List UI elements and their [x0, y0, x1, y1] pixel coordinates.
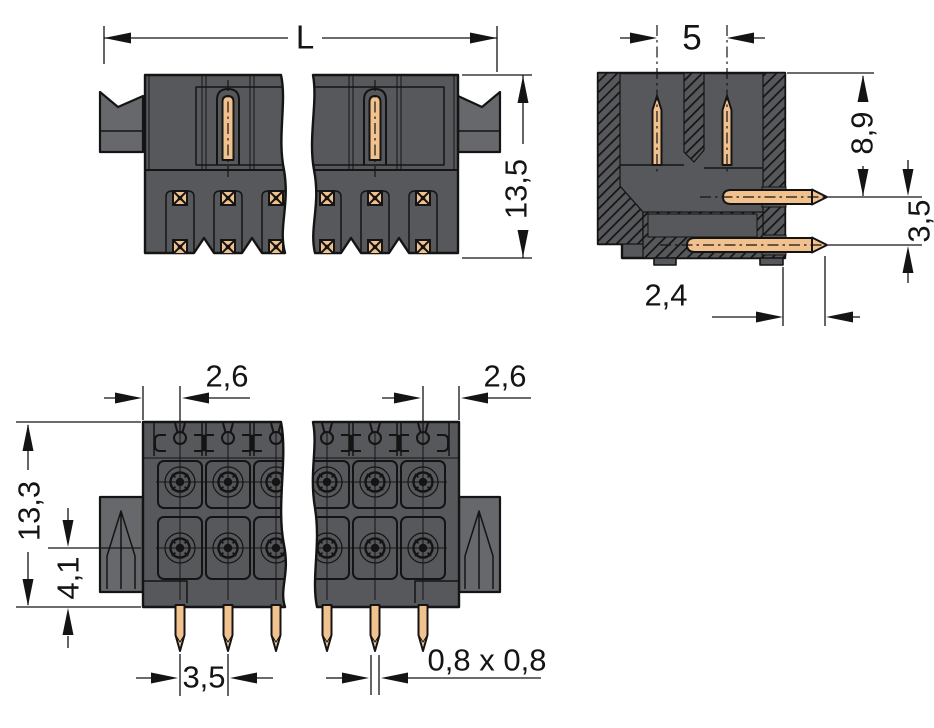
dim-label-row-spacing-side: 3,5	[902, 199, 934, 242]
solder-pin	[174, 604, 186, 652]
hatch-center-divider	[683, 72, 705, 163]
hatch-right-wall	[762, 72, 786, 259]
mounting-tab-left	[98, 90, 145, 154]
bottom-left-details	[143, 422, 286, 603]
dim-label-pin-length: 8,9	[845, 111, 880, 154]
dim-pin-pitch: 3,5	[136, 654, 273, 696]
dim-label-pin-cross-section: 0,8 x 0,8	[428, 643, 547, 678]
dim-front-height: 13,5	[462, 74, 534, 259]
dim-label-lower-depth: 4,1	[51, 556, 86, 599]
dim-pin-length: 8,9	[787, 72, 922, 246]
dim-pin-cross-section: 0,8 x 0,8	[326, 643, 547, 695]
housing-front-left-half	[143, 73, 287, 255]
dim-overall-length: L	[103, 19, 498, 72]
solder-pin	[270, 604, 282, 652]
dim-label-edge-to-pin-left: 2,6	[205, 359, 248, 394]
dim-label-pin-offset: 2,4	[644, 278, 687, 313]
dim-edge-to-pin-right: 2,6	[382, 359, 531, 434]
dim-lower-depth: 4,1	[48, 508, 141, 648]
dim-label-pin-spacing: 5	[682, 19, 701, 58]
dim-label-depth: 13,3	[12, 481, 47, 541]
dim-label-front-height: 13,5	[499, 159, 534, 219]
solder-pin	[417, 604, 429, 652]
dim-label-pin-pitch: 3,5	[182, 660, 225, 695]
mounting-foot-left	[653, 257, 677, 266]
front-view: L 13,5	[98, 19, 534, 259]
mounting-foot-right	[759, 257, 784, 266]
dim-label-edge-to-pin-right: 2,6	[483, 359, 526, 394]
bottom-view: 2,6 2,6 13,3 4,1	[12, 359, 547, 696]
solder-pin	[369, 604, 381, 652]
side-view: 5 8,9 3,5 2,4	[596, 19, 934, 326]
dim-edge-to-pin-left: 2,6	[104, 359, 250, 434]
dim-pin-spacing: 5	[620, 19, 765, 58]
bottom-right-details	[312, 422, 459, 603]
dim-label-overall-length: L	[296, 19, 314, 56]
mounting-tab-right	[456, 90, 502, 154]
dim-pin-offset: 2,4	[644, 256, 860, 326]
solder-pin	[321, 604, 333, 652]
dim-depth: 13,3	[12, 421, 141, 608]
dim-row-spacing-side: 3,5	[902, 160, 934, 283]
solder-pin	[222, 604, 234, 652]
